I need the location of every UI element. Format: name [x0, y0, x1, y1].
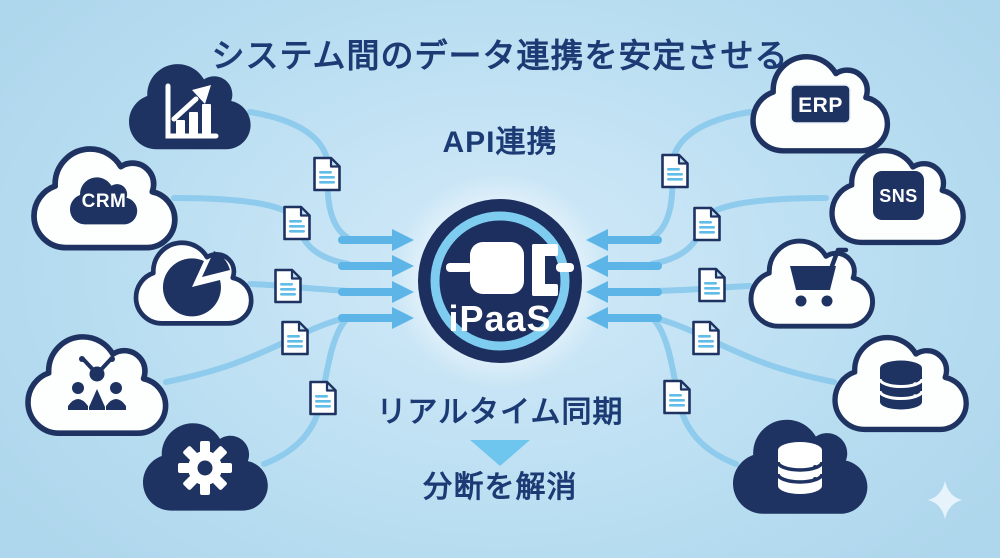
diagram-title: システム間のデータ連携を安定させる: [211, 37, 788, 74]
cart-icon: [790, 247, 849, 307]
cloud-team: [28, 337, 166, 433]
cloud-analytics: [129, 64, 251, 150]
document-icon: [283, 205, 311, 241]
erp-square-badge: ERP: [790, 84, 851, 124]
cloud-ecommerce: [751, 241, 873, 326]
document-icon: [309, 380, 337, 416]
sparkle-icon: [928, 481, 962, 519]
document-icon: [692, 320, 720, 356]
sync-caption: リアルタイム同期: [376, 396, 623, 429]
crm-label: CRM: [82, 191, 127, 212]
cloud-crm: CRM: [34, 149, 175, 248]
cloud-operations: [143, 423, 268, 511]
erp-label: ERP: [798, 94, 843, 117]
result-caption: 分断を解消: [423, 471, 578, 504]
team-icon: [68, 356, 126, 410]
database-icon: [776, 442, 824, 494]
bar-chart-icon: [165, 83, 219, 139]
pie-chart-icon: [162, 251, 230, 317]
document-icon: [281, 320, 309, 356]
triangle-down-icon: [470, 440, 530, 466]
document-icon: [698, 267, 726, 303]
crm-cloud-badge: CRM: [70, 177, 138, 225]
ipaas-hub: iPaaS: [418, 199, 582, 363]
cloud-sns: SNS: [832, 151, 963, 243]
document-icon: [661, 153, 689, 189]
hub-ring: [430, 211, 570, 351]
hub-label: iPaaS: [448, 298, 551, 339]
inbound-arrows: [338, 229, 662, 329]
gear-icon: [178, 441, 232, 495]
sns-square-badge: SNS: [873, 171, 924, 220]
cloud-erp: ERP: [753, 57, 887, 151]
sns-label: SNS: [879, 186, 918, 206]
document-icon: [313, 156, 341, 192]
plug-icon: [446, 242, 574, 296]
arrow-right-icon: [338, 229, 414, 329]
document-icon: [693, 206, 721, 242]
arrow-left-icon: [586, 229, 662, 329]
document-icon: [274, 268, 302, 304]
database-icon: [878, 360, 924, 410]
cloud-data-warehouse: [733, 419, 868, 514]
document-icon: [663, 379, 691, 415]
api-caption: API連携: [442, 126, 557, 159]
cloud-bi-reports: [136, 243, 251, 324]
cloud-database: [835, 338, 966, 430]
